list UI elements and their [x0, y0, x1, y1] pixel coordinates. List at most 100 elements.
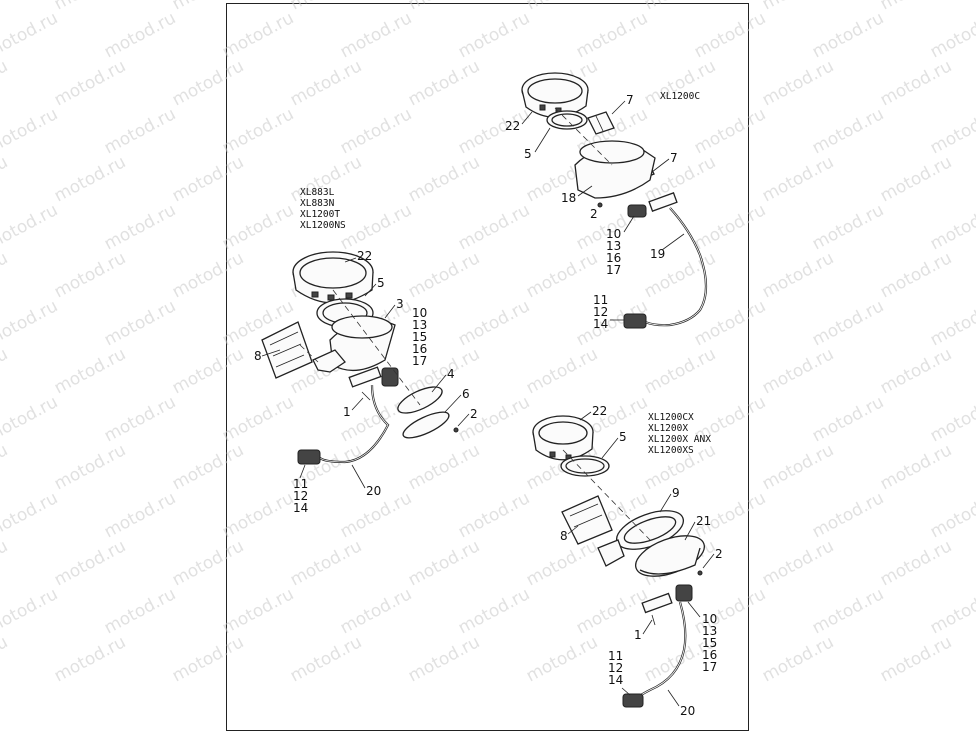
watermark-text: motod.ru [405, 536, 483, 590]
plug-connector [297, 449, 321, 465]
watermark-text: motod.ru [927, 200, 976, 254]
connector-housing [627, 192, 678, 218]
watermark-text: motod.ru [927, 296, 976, 350]
callout-18: 18 [561, 191, 576, 205]
watermark-text: motod.ru [219, 104, 297, 158]
watermark-text: motod.ru [877, 536, 955, 590]
watermark-text: motod.ru [169, 248, 247, 302]
watermark-text: motod.ru [0, 56, 11, 110]
watermark-text: motod.ru [573, 8, 651, 62]
callout-8: 8 [254, 349, 262, 363]
watermark-text: motod.ru [877, 344, 955, 398]
model-code: XL1200X ANX [648, 434, 711, 445]
gauge-cup [329, 315, 396, 372]
callout-20: 20 [366, 484, 381, 498]
callout-12: 12 [608, 661, 623, 675]
watermark-text: motod.ru [877, 0, 955, 14]
model-code: XL1200XS [648, 445, 694, 456]
callout-1: 1 [343, 405, 351, 419]
callout-20: 20 [680, 704, 695, 718]
watermark-text: motod.ru [337, 200, 415, 254]
watermark-text: motod.ru [337, 584, 415, 638]
callout-13: 13 [606, 239, 621, 253]
screw [597, 202, 603, 208]
drawing-frame [226, 3, 749, 731]
model-code: XL883L [300, 187, 335, 198]
gauge-bracket [574, 140, 656, 199]
watermark-text: motod.ru [0, 152, 11, 206]
watermark-text: motod.ru [877, 632, 955, 686]
callout-15: 15 [412, 330, 427, 344]
mount-bracket [597, 539, 625, 567]
watermark-text: motod.ru [287, 0, 365, 14]
screw [697, 570, 703, 576]
watermark-text: motod.ru [219, 8, 297, 62]
callout-9: 9 [672, 486, 680, 500]
watermark-text: motod.ru [101, 296, 179, 350]
watermark-text: motod.ru [691, 8, 769, 62]
callout-17: 17 [606, 263, 621, 277]
callout-10: 10 [412, 306, 427, 320]
callout-22: 22 [592, 404, 607, 418]
indicator-lens [587, 111, 615, 135]
watermark-text: motod.ru [927, 8, 976, 62]
callout-13: 13 [412, 318, 427, 332]
watermark-text: motod.ru [219, 584, 297, 638]
watermark-text: motod.ru [927, 392, 976, 446]
callout-5: 5 [377, 276, 385, 290]
callout-14: 14 [293, 501, 308, 515]
callout-3: 3 [396, 297, 404, 311]
callout-4: 4 [447, 367, 455, 381]
callout-7: 7 [626, 93, 634, 107]
callout-17: 17 [702, 660, 717, 674]
watermark-text: motod.ru [405, 0, 483, 14]
watermark-text: motod.ru [51, 56, 129, 110]
callout-11: 11 [593, 293, 608, 307]
watermark-text: motod.ru [219, 392, 297, 446]
watermark-text: motod.ru [809, 104, 887, 158]
watermark-text: motod.ru [877, 248, 955, 302]
watermark-text: motod.ru [877, 152, 955, 206]
callout-2: 2 [590, 207, 598, 221]
screw [453, 427, 459, 433]
watermark-text: motod.ru [455, 584, 533, 638]
watermark-text: motod.ru [169, 440, 247, 494]
watermark-text: motod.ru [0, 632, 11, 686]
bottom-right-assembly: XL1200CX XL1200X XL1200X ANX XL1200XS 22… [532, 404, 723, 718]
callout-12: 12 [593, 305, 608, 319]
watermark-text: motod.ru [523, 248, 601, 302]
indicator-decal [561, 495, 613, 545]
watermark-text: motod.ru [0, 536, 11, 590]
connector-housing [641, 584, 693, 614]
watermark-text: motod.ru [169, 344, 247, 398]
gauge-ring [546, 110, 588, 130]
watermark-text: motod.ru [51, 248, 129, 302]
watermark-text: motod.ru [927, 488, 976, 542]
watermark-text: motod.ru [51, 536, 129, 590]
watermark-text: motod.ru [455, 488, 533, 542]
watermark-text: motod.ru [101, 200, 179, 254]
watermark-text: motod.ru [759, 248, 837, 302]
watermark-text: motod.ru [51, 440, 129, 494]
gauge-housing [292, 251, 374, 304]
watermark-text: motod.ru [0, 344, 11, 398]
watermark-text: motod.ru [0, 200, 61, 254]
watermark-text: motod.ru [641, 56, 719, 110]
watermark-text: motod.ru [169, 0, 247, 14]
watermark-text: motod.ru [759, 152, 837, 206]
watermark-text: motod.ru [0, 296, 61, 350]
watermark-text: motod.ru [759, 56, 837, 110]
watermark-text: motod.ru [0, 584, 61, 638]
model-code: XL1200C [660, 91, 700, 102]
watermark-text: motod.ru [101, 488, 179, 542]
callout-10: 10 [702, 612, 717, 626]
callout-22: 22 [505, 119, 520, 133]
callout-13: 13 [702, 624, 717, 638]
watermark-text: motod.ru [523, 536, 601, 590]
watermark-text: motod.ru [0, 440, 11, 494]
callout-10: 10 [606, 227, 621, 241]
watermark-text: motod.ru [287, 632, 365, 686]
watermark-text: motod.ru [169, 632, 247, 686]
watermark-text: motod.ru [759, 0, 837, 14]
callout-11: 11 [293, 477, 308, 491]
